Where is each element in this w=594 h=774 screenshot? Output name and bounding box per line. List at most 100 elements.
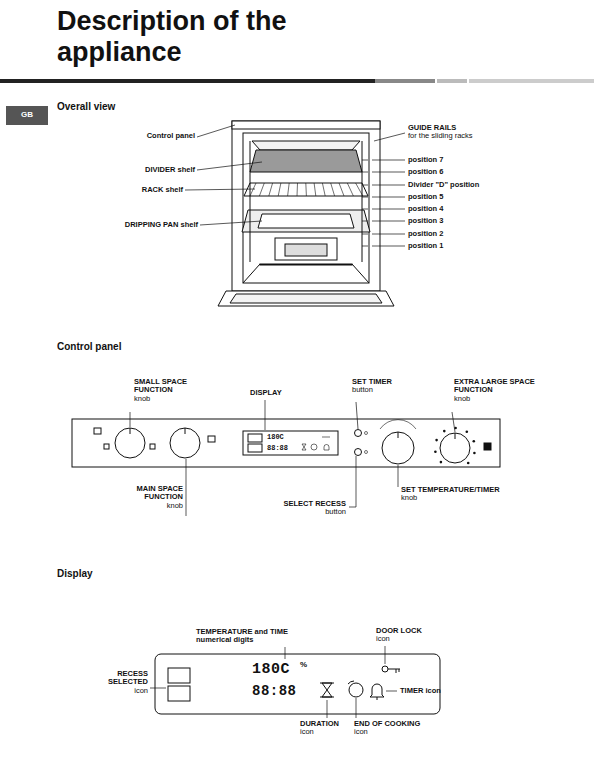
rack-wire: [297, 183, 299, 196]
rack-wire: [347, 183, 353, 196]
display-label: TIMER icon: [400, 687, 470, 695]
label-group: DOOR LOCKicon: [376, 627, 446, 644]
display-label: DOOR LOCK: [376, 627, 446, 635]
label-group: Divider "D" position: [408, 181, 518, 189]
part-label: GUIDE RAILS: [408, 124, 518, 132]
label-group: SET TEMPERATURE/TIMERknob: [401, 486, 511, 503]
page-title: Description of the appliance: [57, 6, 289, 68]
part-label: DIVIDER shelf: [105, 166, 195, 174]
header-rule: [437, 79, 467, 83]
position-label: position 6: [408, 168, 518, 176]
language-tab: GB: [6, 106, 48, 125]
rack-wire: [331, 183, 335, 196]
control-label: EXTRA LARGE SPACE FUNCTION: [454, 378, 544, 395]
knob-dot: [473, 452, 476, 455]
knob-position-dots: [434, 427, 476, 465]
rack-wires: [250, 183, 363, 196]
knob-dot: [467, 462, 470, 465]
position-label: position 5: [408, 193, 518, 201]
display-digits: 88:88: [252, 684, 322, 698]
control-label: SMALL SPACE FUNCTION: [134, 378, 214, 395]
label-group: position 5: [408, 193, 518, 201]
knob-dot: [434, 450, 437, 453]
rack-wire: [288, 183, 290, 196]
control-label: DISPLAY: [250, 389, 310, 397]
panel-digits: 88:88: [267, 445, 297, 452]
rack-wire: [259, 183, 264, 196]
display-label: icon: [376, 635, 446, 643]
rack-wire: [250, 183, 256, 196]
leader-lines: [150, 646, 397, 718]
knob-dot: [473, 440, 476, 443]
label-group: TEMPERATURE and TIME numerical digits: [196, 628, 296, 645]
panel-digits: 180C: [267, 434, 297, 441]
rack-wire: [269, 183, 273, 196]
position-label: position 3: [408, 217, 518, 225]
section-heading: Overall view: [57, 101, 177, 112]
label-group: 180C: [267, 434, 297, 441]
label-group: END OF COOKINGicon: [354, 720, 434, 737]
label-group: Overall view: [57, 101, 177, 112]
label-group: SMALL SPACE FUNCTIONknob: [134, 378, 214, 403]
display-label: icon: [300, 728, 350, 736]
label-group: Control panel: [105, 132, 195, 140]
label-group: Control panel: [57, 341, 177, 352]
oven-drawing: [218, 121, 394, 306]
rack-wire: [305, 183, 307, 196]
part-label: RACK shelf: [93, 186, 183, 194]
control-label: SET TEMPERATURE/TIMER: [401, 486, 511, 494]
knob-dot: [466, 431, 469, 434]
display-label: END OF COOKING: [354, 720, 434, 728]
label-group: position 6: [408, 168, 518, 176]
label-group: EXTRA LARGE SPACE FUNCTIONknob: [454, 378, 544, 403]
rack-wire: [314, 183, 316, 196]
label-group: position 4: [408, 205, 518, 213]
label-group: SET TIMERbutton: [352, 378, 422, 395]
part-label: DRIPPING PAN shelf: [88, 221, 198, 229]
control-label: knob: [113, 502, 183, 510]
rack-wire: [278, 183, 281, 196]
control-label: knob: [134, 395, 214, 403]
position-label: position 4: [408, 205, 518, 213]
display-label: RECESS SELECTED: [78, 670, 148, 687]
control-label: MAIN SPACE FUNCTION: [113, 485, 183, 502]
tab-label: GB: [21, 111, 33, 120]
label-group: 88:88: [252, 684, 322, 698]
section-heading: Display: [57, 568, 177, 579]
label-group: position 1: [408, 242, 518, 250]
part-label: Control panel: [105, 132, 195, 140]
header-rule: [375, 79, 435, 83]
display-label: DURATION: [300, 720, 350, 728]
display-label: icon: [354, 728, 434, 736]
leader-lines: [185, 125, 405, 246]
control-label: SET TIMER: [352, 378, 422, 386]
label-group: position 7: [408, 156, 518, 164]
panel-display-icons: [302, 432, 368, 454]
label-group: 88:88: [267, 445, 297, 452]
label-group: position 3: [408, 217, 518, 225]
label-group: GUIDE RAILSfor the sliding racks: [408, 124, 518, 141]
display-unit: %: [300, 661, 312, 669]
control-panel: [72, 419, 500, 467]
control-label: SELECT RECESS: [256, 500, 346, 508]
title-block: Description of the appliance: [57, 6, 289, 68]
label-group: DISPLAY: [250, 389, 310, 397]
label-group: Display: [57, 568, 177, 579]
knob-dot: [440, 461, 443, 464]
label-group: DRIPPING PAN shelf: [88, 221, 198, 229]
knob-dot: [443, 430, 446, 433]
part-label: for the sliding racks: [408, 132, 518, 140]
header-rule: [0, 79, 375, 83]
label-group: RACK shelf: [93, 186, 183, 194]
display-label: icon: [78, 687, 148, 695]
label-group: MAIN SPACE FUNCTIONknob: [113, 485, 183, 510]
control-label: button: [352, 386, 422, 394]
position-label: position 7: [408, 156, 518, 164]
display-window: [155, 654, 440, 714]
label-group: %: [300, 661, 312, 669]
position-label: position 1: [408, 242, 518, 250]
position-label: position 2: [408, 230, 518, 238]
control-label: knob: [454, 395, 544, 403]
label-group: position 2: [408, 230, 518, 238]
